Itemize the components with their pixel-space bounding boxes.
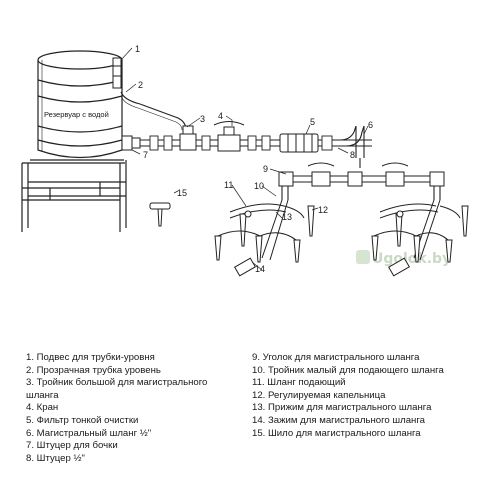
- dripper-cluster-right: [371, 199, 469, 277]
- tank-stand: [21, 159, 127, 232]
- distribution-fittings: [278, 162, 445, 187]
- pipe-couplings: [149, 135, 333, 151]
- callout-5: 5: [310, 117, 315, 127]
- callout-8: 8: [350, 150, 355, 160]
- callout-12: 12: [318, 205, 328, 215]
- legend-item: 14. Зажим для магистрального шланга: [252, 414, 425, 426]
- tank-label: Резервуар с водой: [44, 110, 109, 119]
- callout-3: 3: [200, 114, 205, 124]
- callout-4: 4: [218, 111, 223, 121]
- callout-15: 15: [177, 188, 187, 198]
- awl-tool: [149, 202, 171, 227]
- irrigation-diagram: Ugolok.by Резервуар с водой: [21, 44, 469, 277]
- legend-item: 15. Шило для магистрального шланга: [252, 427, 421, 439]
- transparent-level-tube: [120, 91, 187, 131]
- legend-item: 8. Штуцер ½": [26, 452, 85, 464]
- level-tube-mount: [112, 57, 122, 89]
- callout-6: 6: [368, 120, 373, 130]
- large-tee: [179, 125, 197, 151]
- fine-filter: [279, 133, 319, 153]
- legend-item: 9. Уголок для магистрального шланга: [252, 352, 420, 363]
- legend-item: 3. Тройник большой для магистрального: [26, 377, 208, 389]
- legend-item: 7. Штуцер для бочки: [26, 440, 118, 452]
- legend-right: 9. Уголок для магистрального шланга 10. …: [252, 352, 492, 440]
- legend-item: 5. Фильтр тонкой очистки: [26, 414, 139, 426]
- legend-item: шланга: [26, 389, 59, 401]
- callout-9: 9: [263, 164, 268, 174]
- legend-item: 10. Тройник малый для подающего шланга: [252, 364, 444, 376]
- callout-leaders: [120, 47, 369, 271]
- legend-item: 4. Кран: [26, 402, 59, 414]
- legend-item: 12. Регулируемая капельница: [252, 389, 386, 401]
- callout-14: 14: [255, 264, 265, 274]
- callout-1: 1: [135, 44, 140, 54]
- legend-item: 6. Магистральный шланг ½": [26, 427, 152, 439]
- legend-item: 11. Шланг подающий: [252, 377, 346, 389]
- callout-10: 10: [254, 181, 264, 191]
- callout-13: 13: [282, 212, 292, 222]
- legend-left: 1. Подвес для трубки-уровня 2. Прозрачна…: [26, 352, 246, 465]
- watermark: Ugolok.by: [356, 250, 451, 267]
- callout-numbers: 1 2 3 4 5 6 7 8 9 10 11 12 13 14 15: [135, 44, 373, 274]
- callout-11: 11: [224, 180, 233, 190]
- legend-item: 13. Прижим для магистрального шланга: [252, 402, 432, 414]
- watermark-text: Ugolok.by: [372, 251, 451, 267]
- dripper-cluster-left: [214, 199, 315, 277]
- callout-7: 7: [143, 150, 148, 160]
- legend-item: 1. Подвес для трубки-уровня: [26, 352, 155, 363]
- water-tank: [37, 50, 123, 159]
- callout-2: 2: [138, 80, 143, 90]
- valve: [213, 121, 245, 152]
- legend-item: 2. Прозрачная трубка уровень: [26, 364, 161, 376]
- barrel-fitting: [121, 135, 141, 151]
